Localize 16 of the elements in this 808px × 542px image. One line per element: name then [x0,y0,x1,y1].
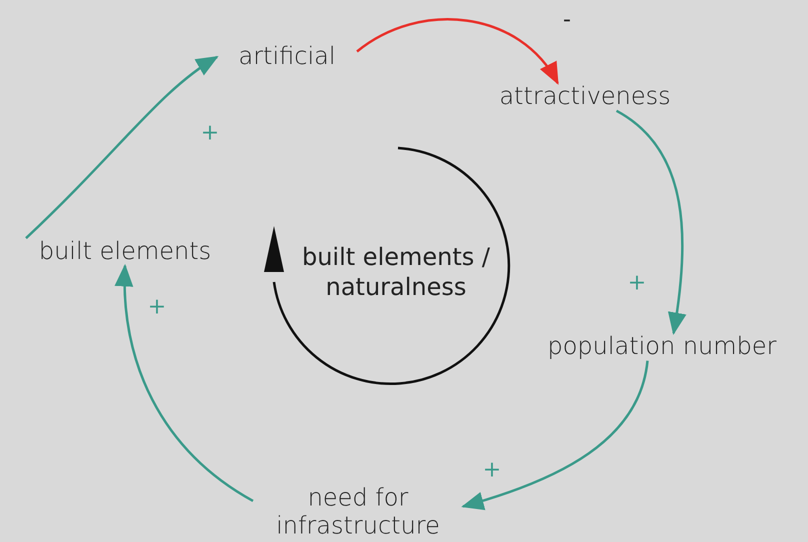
arrow [616,110,686,336]
node-label: need for infrastructure [253,484,463,540]
edge-label: + [482,458,502,482]
node-label: artificial [217,43,357,71]
loop-label: built elements / naturalness [301,242,491,302]
edge-label: + [200,120,220,146]
arrow [25,56,219,240]
arrow [461,360,649,510]
edge-label: + [148,294,166,320]
edge-label: + [628,270,646,296]
node-label: built elements [15,238,235,266]
arrow [356,18,559,85]
node-label: population number [517,333,807,361]
edge-label: - [563,8,571,32]
node-label: attractiveness [480,83,690,111]
arrow [115,264,254,502]
